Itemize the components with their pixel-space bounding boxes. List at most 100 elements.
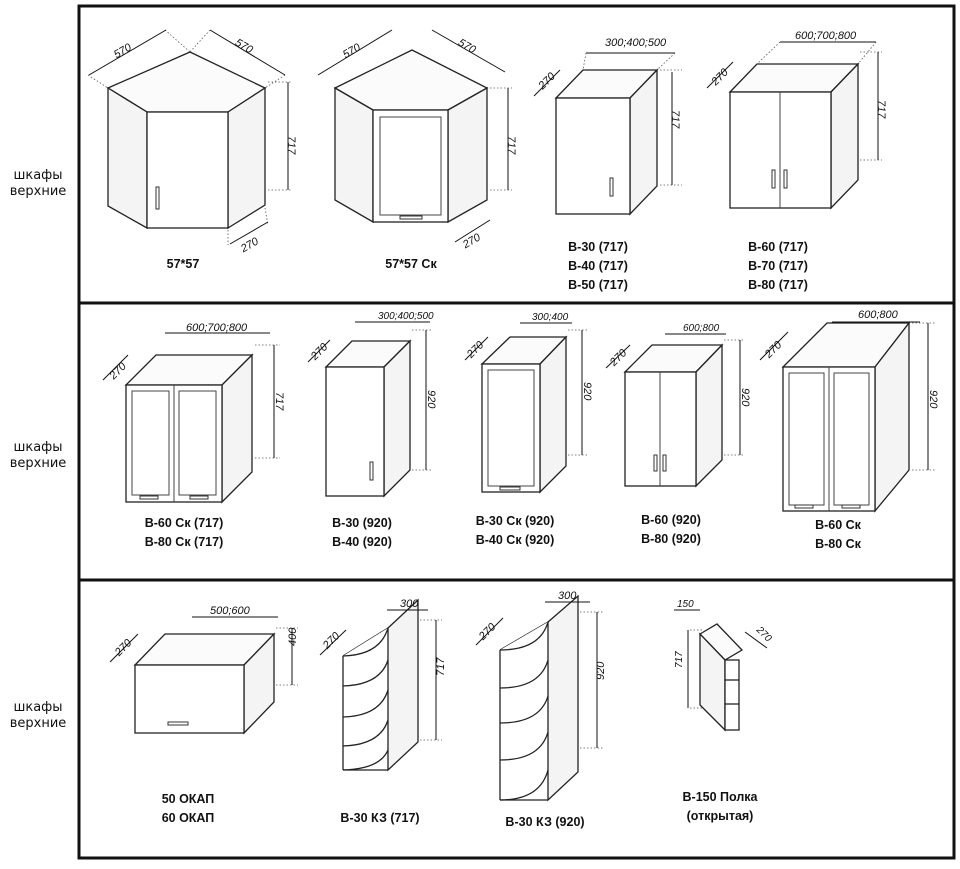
dim-width: 500;600 bbox=[210, 605, 251, 617]
caption: В-40 (920) bbox=[332, 535, 392, 549]
caption: 57*57 bbox=[167, 257, 200, 271]
caption: В-80 Ск (717) bbox=[145, 535, 224, 549]
dim-width: 600;800 bbox=[858, 309, 899, 321]
row-label-line1: шкафы bbox=[13, 700, 63, 715]
cabinet-door bbox=[325, 366, 385, 497]
dim-depth: 270 bbox=[238, 235, 262, 256]
dim-height: 920 bbox=[927, 390, 939, 409]
dim-depth: 270 bbox=[762, 339, 785, 362]
shelf-curve bbox=[499, 769, 549, 801]
dim-height: 717 bbox=[285, 136, 297, 155]
door-handle bbox=[794, 504, 814, 509]
dim-height: 717 bbox=[435, 657, 447, 676]
door-handle bbox=[139, 495, 159, 500]
dim-depth: 270 bbox=[607, 347, 630, 370]
dim-depth: 270 bbox=[753, 624, 774, 645]
dim-depth: 270 bbox=[476, 621, 499, 644]
dim-height: 717 bbox=[669, 110, 681, 129]
dim-width-left: 570 bbox=[112, 41, 135, 61]
row-label-line1: шкафы bbox=[13, 440, 63, 455]
door-handle bbox=[771, 169, 776, 189]
caption: В-40 Ск (920) bbox=[476, 533, 555, 547]
cabinet-corner-57-glass bbox=[317, 29, 512, 243]
dim-depth: 270 bbox=[460, 231, 484, 252]
row-label-1: шкафы верхние bbox=[0, 168, 76, 200]
door-glass bbox=[178, 390, 217, 496]
caption: 60 ОКАП bbox=[162, 811, 215, 825]
row-label-line2: верхние bbox=[9, 716, 67, 731]
dim-depth: 270 bbox=[536, 70, 559, 93]
cabinet-double-glass-920 bbox=[759, 321, 935, 513]
dim-width: 300;400;500 bbox=[378, 311, 434, 322]
cabinet-side bbox=[383, 339, 411, 498]
door-glass bbox=[131, 390, 170, 496]
dim-height: 400 bbox=[287, 627, 299, 646]
cabinet-side bbox=[387, 598, 419, 772]
caption: 57*57 Ск bbox=[385, 257, 437, 271]
row-label-3: шкафы верхние bbox=[0, 700, 76, 732]
dim-width-right: 570 bbox=[456, 37, 479, 57]
cabinet-hood bbox=[109, 616, 298, 735]
caption: В-80 (717) bbox=[748, 278, 808, 292]
caption: В-40 (717) bbox=[568, 259, 628, 273]
panel-row-3 bbox=[77, 578, 956, 860]
shelf-curve bbox=[342, 749, 389, 771]
door-handle bbox=[783, 169, 788, 189]
caption: В-30 (920) bbox=[332, 516, 392, 530]
door-handle bbox=[653, 454, 658, 472]
cabinet-corner-open-920 bbox=[475, 594, 603, 802]
dim-height: 920 bbox=[595, 661, 607, 680]
shelf-curve bbox=[499, 621, 549, 651]
dim-height: 717 bbox=[875, 100, 887, 119]
door-handle bbox=[662, 454, 667, 472]
cabinet-side-right bbox=[447, 86, 488, 224]
caption: В-80 (920) bbox=[641, 532, 701, 546]
caption: В-60 Ск (717) bbox=[145, 516, 224, 530]
dim-height: 920 bbox=[581, 382, 593, 401]
dim-height: 717 bbox=[674, 651, 685, 668]
door-handle bbox=[841, 504, 861, 509]
dim-width: 300;400;500 bbox=[605, 37, 667, 49]
shelf-curve bbox=[342, 719, 389, 747]
shelf-curve bbox=[342, 627, 389, 657]
door-handle bbox=[609, 177, 614, 197]
row-label-line2: верхние bbox=[9, 184, 67, 199]
dim-width: 300 bbox=[558, 590, 577, 602]
cabinet-double-glass-717 bbox=[102, 332, 280, 504]
caption: В-30 КЗ (717) bbox=[340, 811, 419, 825]
door-glass bbox=[788, 372, 825, 506]
door-glass bbox=[833, 372, 870, 506]
dim-width: 150 bbox=[677, 599, 694, 610]
cabinet-single-glass-920 bbox=[464, 322, 588, 494]
dim-width: 600;700;800 bbox=[186, 322, 248, 334]
caption: В-30 (717) bbox=[568, 240, 628, 254]
shelf-curve bbox=[342, 659, 389, 687]
dim-height: 717 bbox=[505, 136, 517, 155]
cabinet-side-left bbox=[107, 86, 148, 230]
caption: В-60 (717) bbox=[748, 240, 808, 254]
dim-width-left: 570 bbox=[341, 41, 364, 61]
caption: В-150 Полка bbox=[683, 790, 759, 804]
caption: В-80 Ск bbox=[815, 537, 862, 551]
caption: 50 ОКАП bbox=[162, 792, 215, 806]
shelf-curve bbox=[342, 689, 389, 718]
dim-width: 600;800 bbox=[683, 323, 720, 334]
cabinet-single-920 bbox=[307, 321, 432, 498]
cabinet-side-right bbox=[227, 86, 266, 230]
shelf-curve bbox=[499, 695, 549, 724]
door-handle bbox=[189, 495, 209, 500]
door-handle bbox=[155, 186, 160, 210]
shelf-front bbox=[724, 659, 740, 731]
caption: (открытая) bbox=[687, 809, 754, 823]
door-handle bbox=[369, 461, 374, 481]
dim-height: 920 bbox=[739, 388, 751, 407]
dim-depth: 270 bbox=[320, 630, 343, 653]
door-glass bbox=[379, 116, 442, 216]
cabinet-double-717 bbox=[706, 41, 882, 210]
dim-width: 600;700;800 bbox=[795, 30, 857, 42]
cabinet-double-920 bbox=[605, 333, 745, 488]
dim-height: 920 bbox=[425, 390, 437, 409]
shelf-curve bbox=[499, 659, 549, 689]
caption: В-60 Ск bbox=[815, 518, 862, 532]
